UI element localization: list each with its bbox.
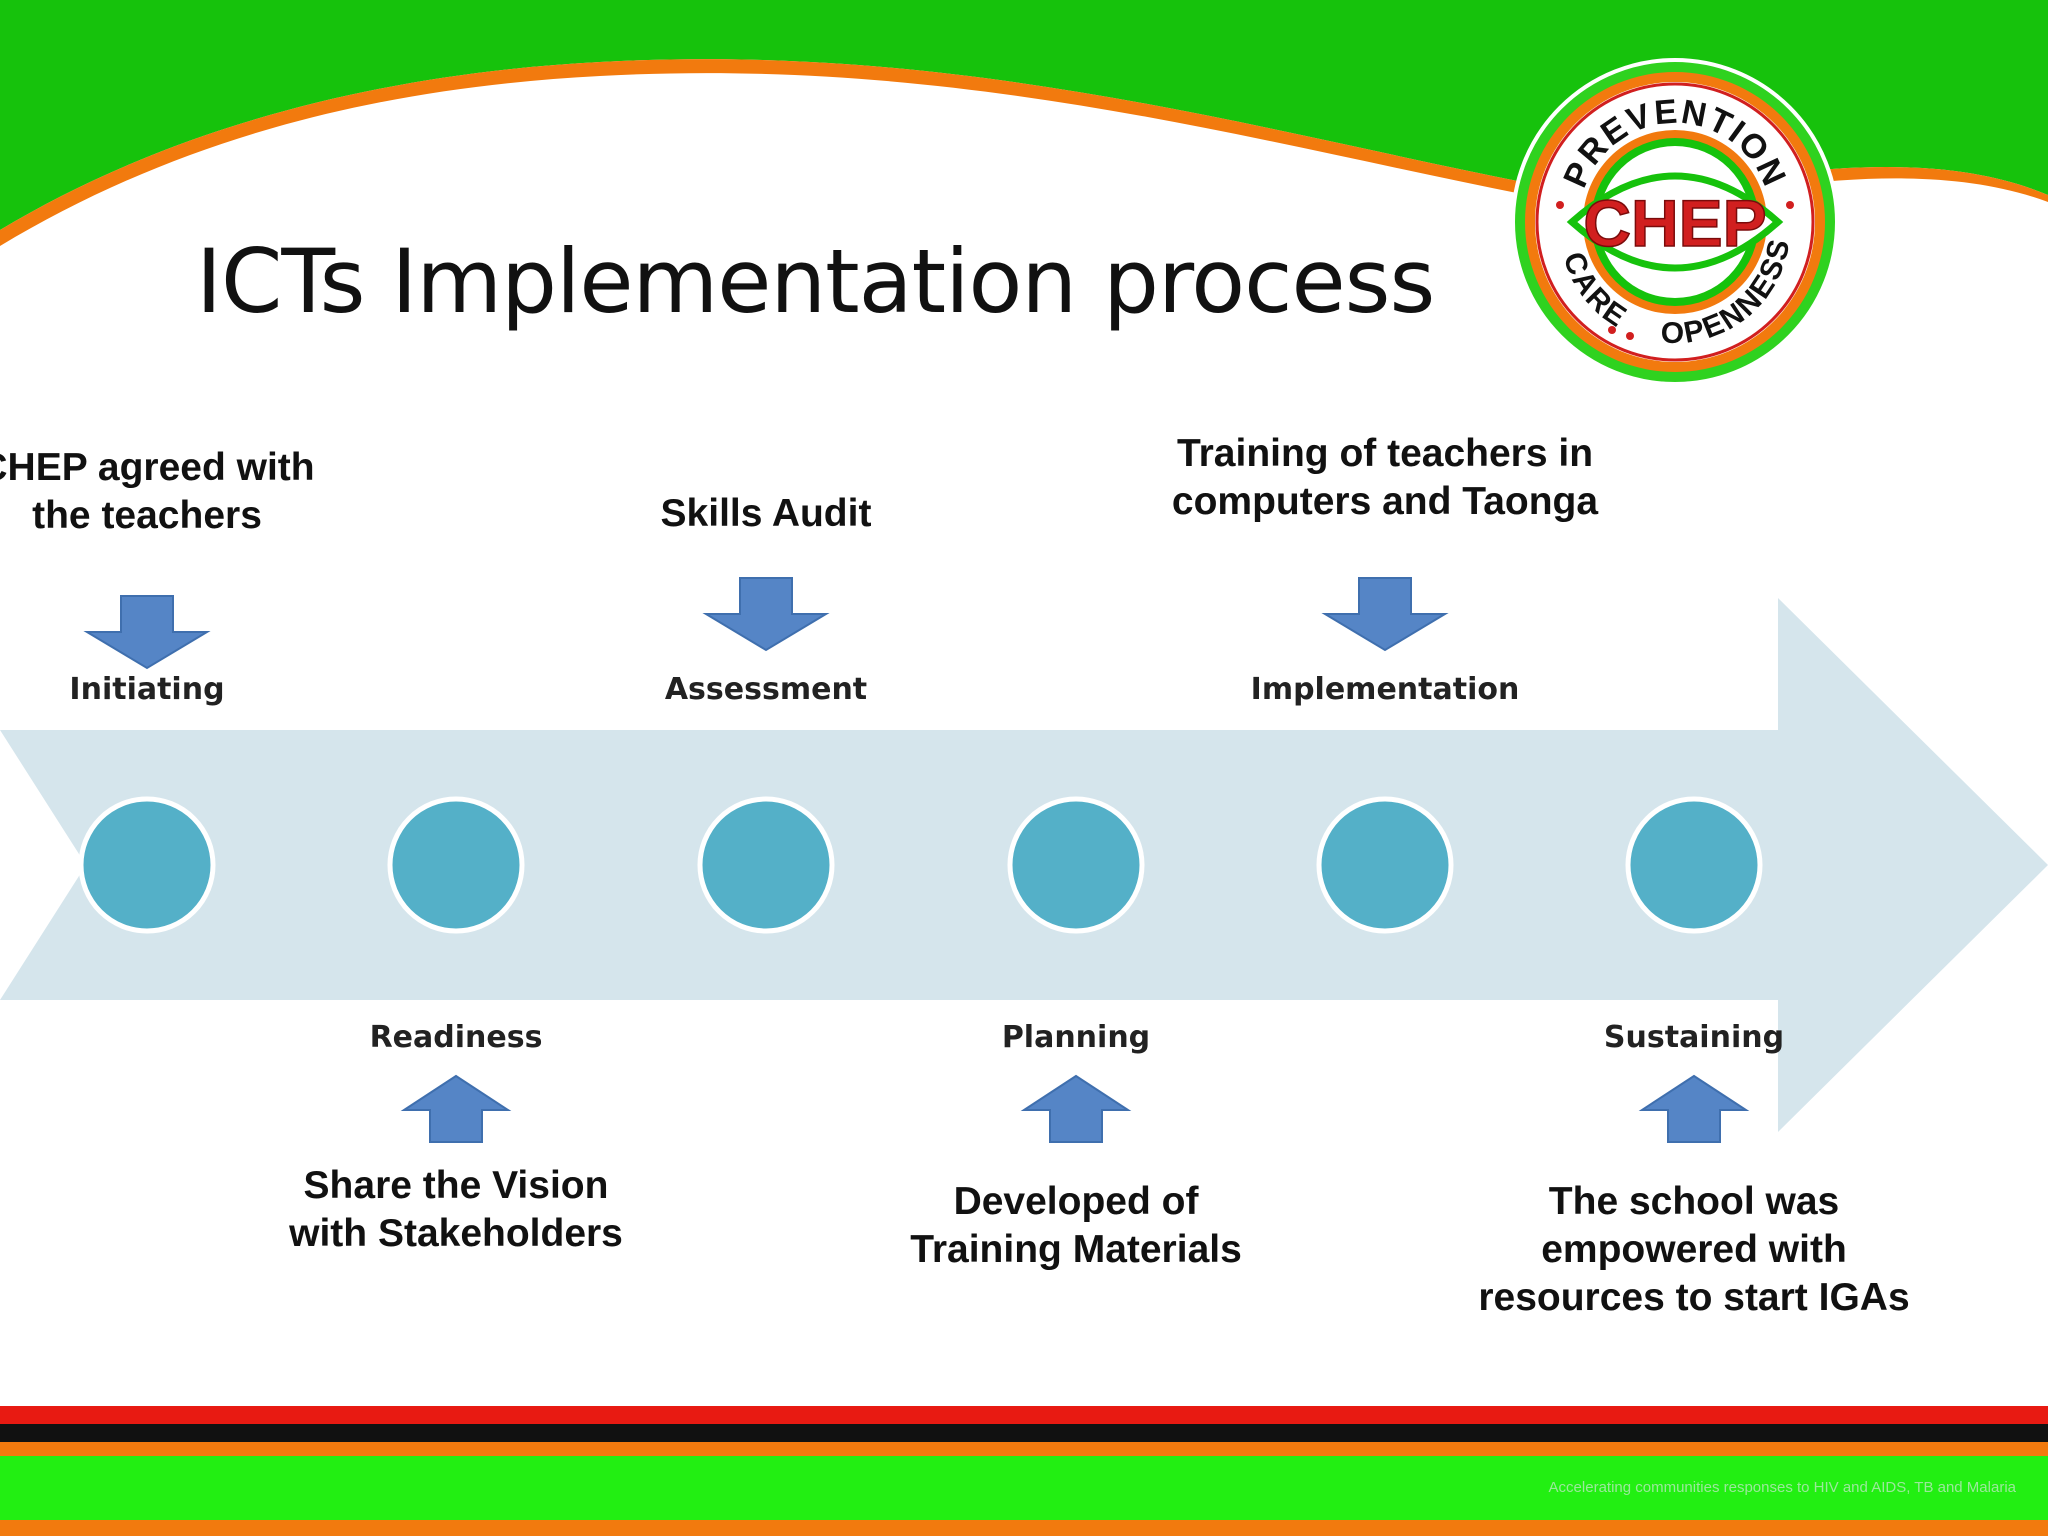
activity-line: resources to start IGAs bbox=[1478, 1276, 1910, 1319]
stage-circle-assessment bbox=[697, 796, 835, 934]
stage-activity-assessment: Skills Audit bbox=[526, 490, 1006, 538]
stage-circle-initiating bbox=[78, 796, 216, 934]
arrow-up-icon-sustaining bbox=[1638, 1074, 1750, 1143]
stage-activity-sustaining: The school was empowered with resources to… bbox=[1454, 1178, 1934, 1322]
stage-activity-initiating: CHEP agreed with the teachers bbox=[0, 444, 387, 540]
stripe-red bbox=[0, 1406, 2048, 1424]
activity-line: CHEP agreed with bbox=[0, 446, 315, 489]
stage-circle-planning bbox=[1007, 796, 1145, 934]
stage-circle-sustaining bbox=[1625, 796, 1763, 934]
stage-label-readiness: Readiness bbox=[369, 1020, 543, 1055]
stage-label-implementation: Implementation bbox=[1250, 672, 1520, 707]
stripe-black bbox=[0, 1424, 2048, 1442]
arrow-up-icon-readiness bbox=[400, 1074, 512, 1143]
stripe-orange bbox=[0, 1442, 2048, 1456]
footer-tagline: Accelerating communities responses to HI… bbox=[1548, 1479, 2016, 1496]
activity-line: Training Materials bbox=[910, 1228, 1242, 1271]
arrow-down-icon-assessment bbox=[702, 577, 830, 652]
stage-activity-implementation: Training of teachers in computers and Tao… bbox=[1145, 430, 1625, 526]
activity-line: Developed of bbox=[953, 1180, 1199, 1223]
activity-line: Share the Vision bbox=[303, 1164, 609, 1207]
logo-eye-shape bbox=[1566, 172, 1784, 272]
stage-label-planning: Planning bbox=[1001, 1020, 1151, 1055]
arrow-down-icon-initiating bbox=[83, 595, 211, 670]
arrow-up-icon-planning bbox=[1020, 1074, 1132, 1143]
stage-activity-planning: Developed of Training Materials bbox=[836, 1178, 1316, 1274]
activity-line: with Stakeholders bbox=[289, 1212, 623, 1255]
stage-circle-readiness bbox=[387, 796, 525, 934]
stage-activity-readiness: Share the Vision with Stakeholders bbox=[216, 1162, 696, 1258]
activity-line: Skills Audit bbox=[660, 492, 872, 535]
banner-orange-stripe bbox=[0, 59, 2048, 247]
chep-logo: PREVENTION CARE OPENNESS CHEP bbox=[1511, 58, 1839, 386]
activity-line: Training of teachers in bbox=[1176, 432, 1594, 475]
stage-circle-implementation bbox=[1316, 796, 1454, 934]
stripe-orange-bottom bbox=[0, 1520, 2048, 1536]
activity-line: The school was bbox=[1548, 1180, 1840, 1223]
activity-line: empowered with bbox=[1541, 1228, 1847, 1271]
stage-label-initiating: Initiating bbox=[69, 672, 225, 707]
page-title: ICTs Implementation process bbox=[196, 230, 1435, 333]
activity-line: the teachers bbox=[32, 494, 262, 537]
stage-label-sustaining: Sustaining bbox=[1603, 1020, 1785, 1055]
activity-line: computers and Taonga bbox=[1171, 480, 1599, 523]
arrow-down-icon-implementation bbox=[1321, 577, 1449, 652]
timeline-diagram bbox=[0, 577, 2048, 1143]
stage-label-assessment: Assessment bbox=[664, 672, 868, 707]
logo-center-text: CHEP bbox=[1583, 186, 1766, 260]
